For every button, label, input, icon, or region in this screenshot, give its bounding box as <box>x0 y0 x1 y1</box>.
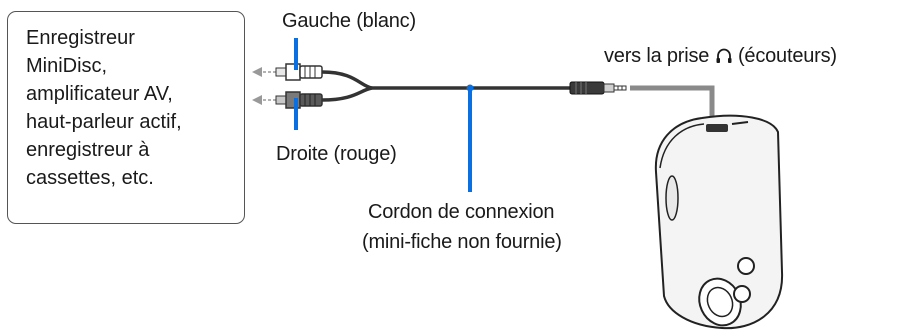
device-line: haut-parleur actif, <box>26 111 182 133</box>
player-button-lower <box>733 285 751 303</box>
callout-lines <box>294 38 474 192</box>
right-rca-plug <box>252 91 323 109</box>
jack-label: vers la prise (écouteurs) <box>604 44 837 69</box>
stereo-mini-plug <box>569 81 627 95</box>
device-line: MiniDisc, <box>26 55 108 77</box>
device-line: Enregistreur <box>26 27 135 49</box>
player-button-upper <box>737 257 755 275</box>
jack-label-suffix: (écouteurs) <box>737 45 837 67</box>
headphones-icon <box>716 48 732 63</box>
left-plug-label: Gauche (blanc) <box>282 10 416 32</box>
right-plug-label: Droite (rouge) <box>276 143 397 165</box>
left-rca-plug <box>252 63 323 81</box>
audio-player <box>654 114 784 330</box>
device-line: enregistreur à <box>26 139 150 161</box>
cord-label-line1: Cordon de connexion <box>368 201 555 223</box>
headphone-jack-port <box>706 124 728 132</box>
target-devices-box: Enregistreur MiniDisc, amplificateur AV,… <box>7 11 245 224</box>
cord-label-line2: (mini-fiche non fournie) <box>362 231 562 253</box>
connection-cord <box>321 70 570 102</box>
jack-label-prefix: vers la prise <box>604 45 710 67</box>
device-line: cassettes, etc. <box>26 167 154 189</box>
device-line: amplificateur AV, <box>26 83 173 105</box>
